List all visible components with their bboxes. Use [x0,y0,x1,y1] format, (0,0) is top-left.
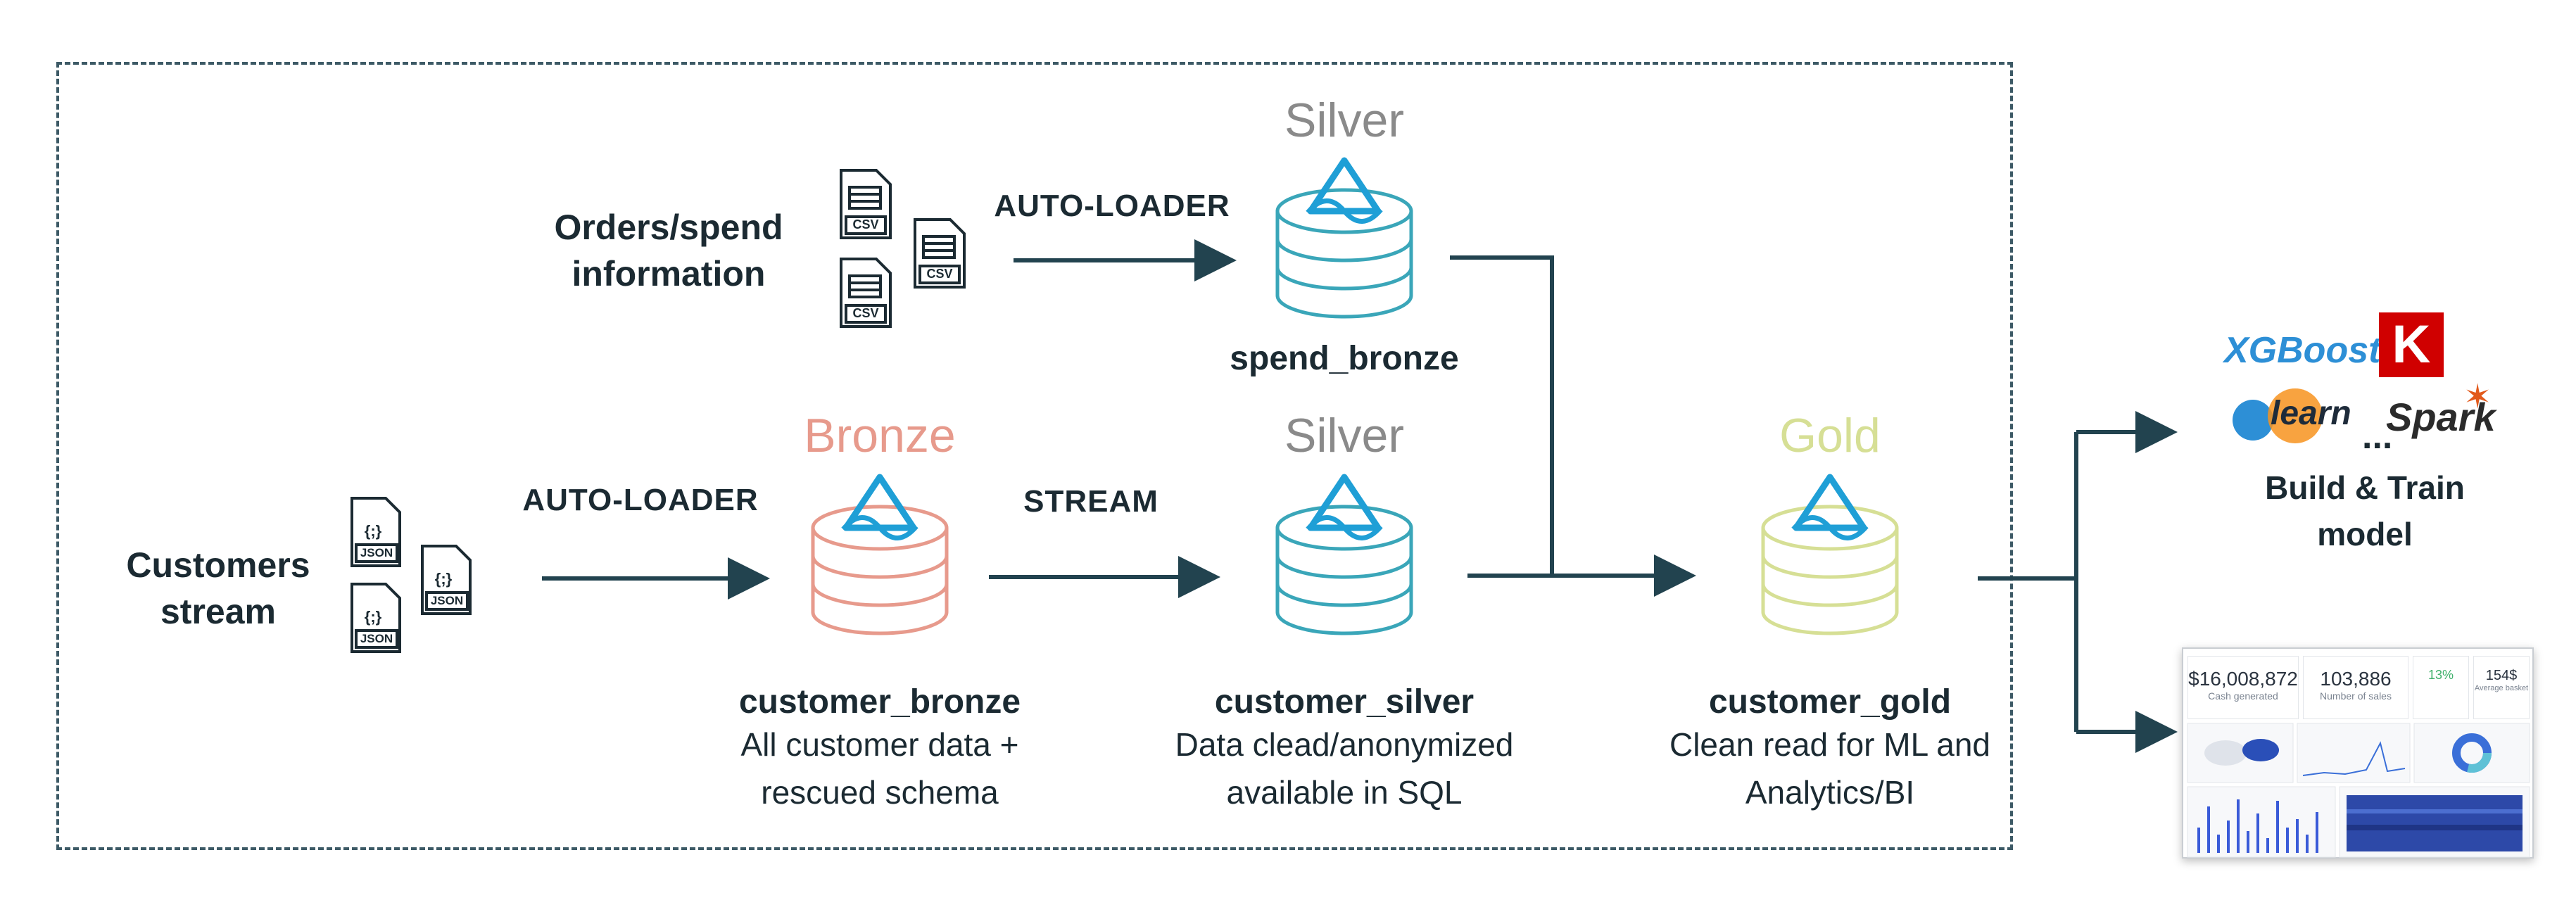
table-name-spend-bronze: spend_bronze [1230,340,1459,377]
description-line: Clean read for ML and [1669,726,1990,763]
kpi-card: $16,008,872 Cash generated [2187,656,2299,719]
table-name-customer-silver: customer_silver [1214,683,1475,721]
autoloader-label: AUTO-LOADER [994,189,1230,223]
csv-file-icon [840,258,892,328]
db-customer-bronze [811,505,949,635]
description-line: available in SQL [1226,774,1463,811]
json-label: JSON [360,632,393,645]
analytics-dashboard-thumbnail: $16,008,872 Cash generated 103,886 Numbe… [2182,647,2534,859]
customers-source-label: Customers stream [106,542,331,635]
description-line: rescued schema [761,774,999,811]
connector-spend-to-gold [1450,255,1554,576]
spark-logo: Spark [2386,395,2496,439]
build-train-line: Build & Train [2265,469,2465,506]
kpi-caption: Cash generated [2208,690,2278,702]
table-name-customer-bronze: customer_bronze [738,683,1021,721]
db-spend-bronze [1275,188,1413,319]
csv-file-icon [840,169,892,239]
csv-label: CSV [926,267,953,281]
tier-label-gold: Gold [1779,409,1881,462]
db-customer-silver [1275,505,1413,635]
description-line: All customer data + [740,726,1019,763]
kpi-card: 103,886 Number of sales [2303,656,2408,719]
xgboost-logo: XGBoost [2224,330,2381,371]
keras-logo: K [2379,312,2444,377]
pipeline-boundary [56,62,2013,850]
customer-gold-description: Clean read for ML and Analytics/BI [1633,721,2027,816]
delta-logo-icon [1791,474,1869,540]
json-file-icon [351,497,401,567]
table-name-customer-gold: customer_gold [1708,683,1952,721]
dashboard-charts [2187,723,2530,858]
customers-label-line: Customers [126,545,310,585]
tier-label-silver: Silver [1284,94,1405,147]
kpi-card: 154$ Average basket [2473,656,2530,719]
kpi-value: $16,008,872 [2188,668,2298,690]
json-file-icon [421,545,472,615]
build-train-label: Build & Train model [2217,464,2513,557]
json-brace-glyph: {;} [365,522,382,540]
json-brace-glyph: {;} [435,570,453,588]
tier-label-bronze: Bronze [804,409,956,462]
description-line: Analytics/BI [1745,774,1915,811]
delta-logo-icon [1306,157,1383,224]
delta-logo-icon [1306,474,1383,540]
delta-logo-icon [841,474,918,540]
kpi-caption: Number of sales [2320,690,2392,702]
csv-label: CSV [852,217,879,232]
kpi-value: 13% [2427,668,2454,682]
json-brace-glyph: {;} [365,608,382,626]
description-line: Data clead/anonymized [1175,726,1514,763]
kpi-card: 13% [2413,656,2469,719]
kpi-caption: Average basket [2474,684,2529,692]
build-train-line: model [2317,516,2413,552]
json-label: JSON [430,594,464,607]
sklearn-logo: learn [2271,395,2351,432]
stream-label: STREAM [1023,484,1158,519]
spark-star-icon: ✶ [2463,379,2492,416]
autoloader-label: AUTO-LOADER [522,483,759,517]
json-label: JSON [360,546,393,559]
sklearn-logo-icon [2268,388,2323,443]
kpi-value: 154$ [2485,668,2518,683]
db-customer-gold [1761,505,1899,635]
sklearn-logo-icon [2233,400,2273,441]
kpi-value: 103,886 [2320,668,2392,690]
orders-label-line: Orders/spend [554,208,783,247]
csv-file-icon [914,218,966,289]
tier-label-silver: Silver [1284,409,1405,462]
more-tools-ellipsis: ... [2362,416,2393,457]
csv-label: CSV [852,306,879,320]
json-file-icon [351,583,401,653]
customer-silver-description: Data clead/anonymized available in SQL [1140,721,1548,816]
orders-source-label: Orders/spend information [521,204,816,297]
customers-label-line: stream [160,592,276,631]
customer-bronze-description: All customer data + rescued schema [690,721,1070,816]
orders-label-line: information [572,254,766,293]
